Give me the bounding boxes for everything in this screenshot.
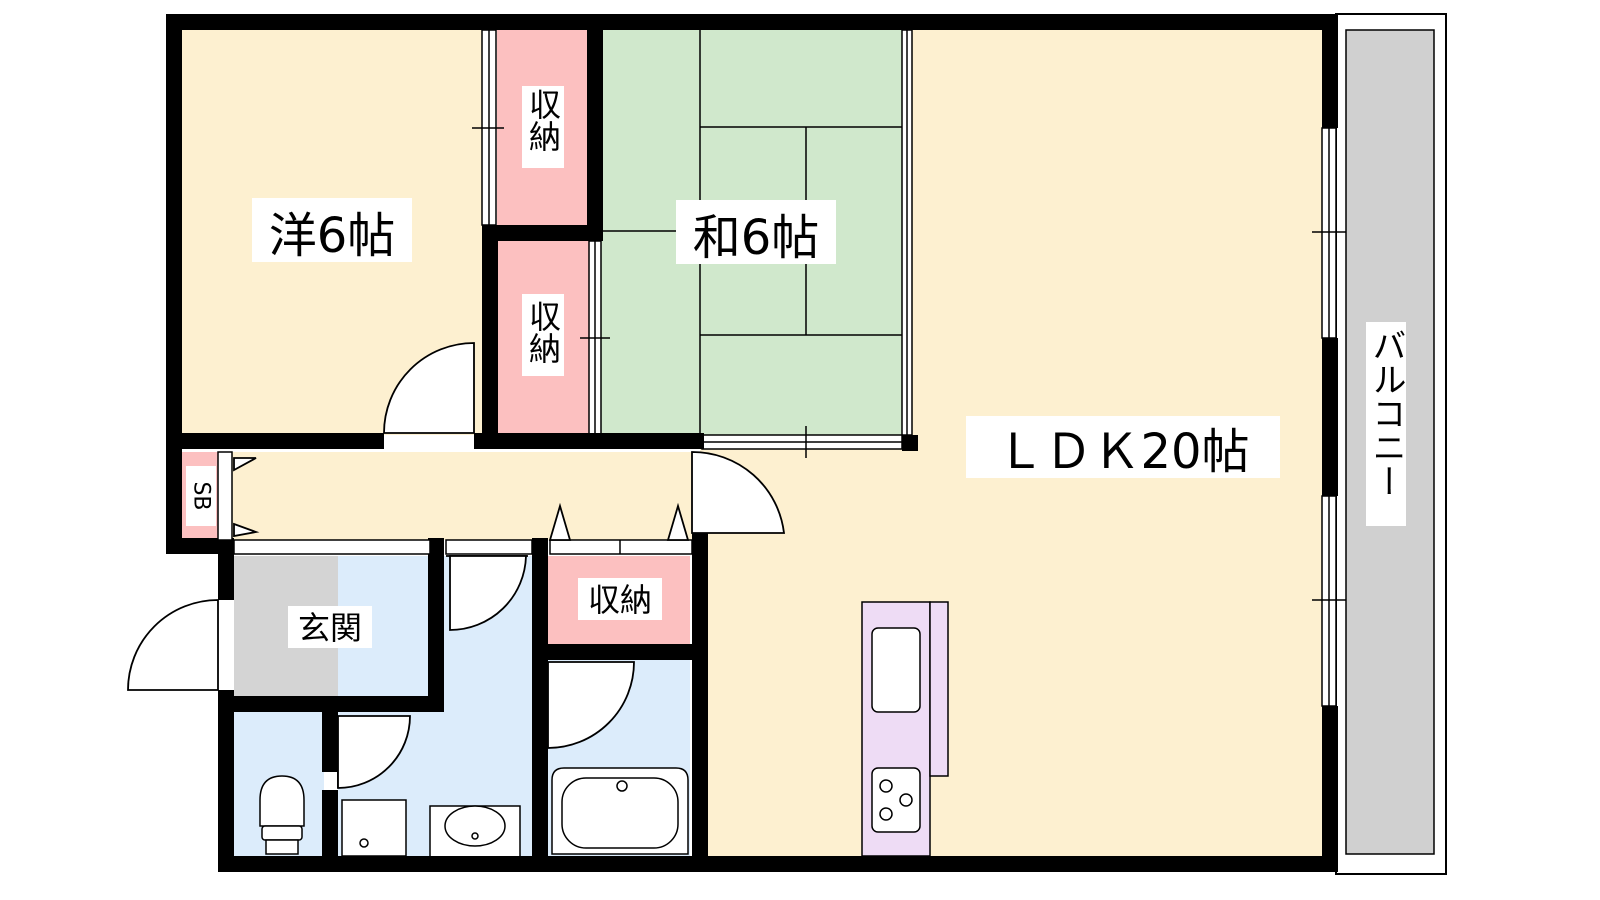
storage-2-label: 収納 [524, 300, 562, 364]
label-shoe-box: SB [186, 466, 216, 526]
label-japanese-room: 和6帖 [676, 200, 836, 266]
shoe-box-label: SB [189, 481, 214, 510]
label-balcony: バルコニー [1366, 322, 1406, 526]
storage-3-label: 収納 [588, 581, 652, 619]
label-storage-1: 収納 [522, 86, 564, 168]
washroom-fixtures [341, 799, 521, 857]
label-western-room: 洋6帖 [252, 198, 412, 264]
label-entrance: 玄関 [288, 606, 372, 648]
hallway-floor [182, 452, 702, 540]
toilet-fixture [259, 775, 305, 855]
entrance-label: 玄関 [298, 609, 362, 647]
label-ldk: ＬＤＫ20帖 [966, 416, 1280, 480]
hall-thin-lines [217, 451, 693, 555]
bathtub-fixture [551, 767, 689, 855]
walls [166, 14, 1338, 872]
balcony-label: バルコニー [1366, 328, 1406, 498]
storage-1-label: 収納 [524, 88, 562, 152]
label-storage-2: 収納 [522, 294, 564, 376]
label-storage-3: 収納 [578, 578, 662, 620]
ldk-label: ＬＤＫ20帖 [996, 424, 1249, 480]
doors [127, 342, 786, 789]
kitchen-counter [861, 601, 949, 857]
western-room-label: 洋6帖 [269, 208, 396, 264]
japanese-room-label: 和6帖 [693, 210, 820, 266]
